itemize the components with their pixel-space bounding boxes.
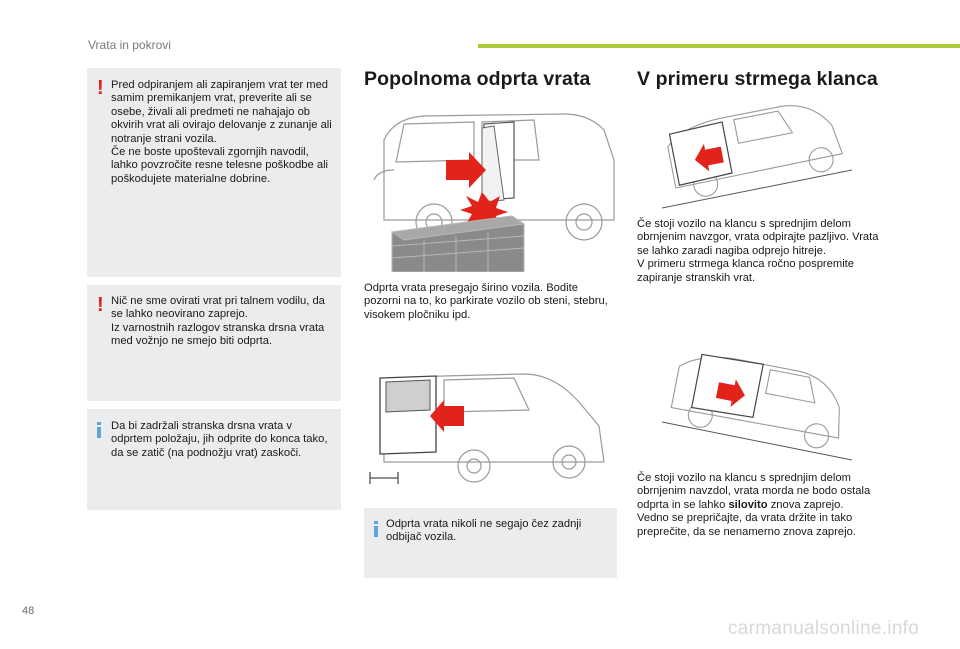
slope-down-text-a: Če stoji vozilo na klancu s sprednjim de… bbox=[637, 472, 871, 511]
slope-up-text: Če stoji vozilo na klancu s sprednjim de… bbox=[637, 218, 879, 284]
info-box-2: Odprta vrata nikoli ne segajo čez zadnji… bbox=[364, 508, 617, 578]
info-text-1: Da bi zadržali stranska drsna vrata v od… bbox=[111, 420, 328, 459]
slope-down-bold: silovito bbox=[728, 498, 768, 511]
illustration-slope-down bbox=[662, 353, 852, 461]
illustration-door-width bbox=[369, 373, 605, 484]
warning-icon: ! bbox=[97, 294, 104, 316]
illustration-open-door-wall bbox=[373, 113, 615, 272]
red-arrow-icon bbox=[446, 152, 486, 188]
slope-down-text-b: znova zaprejo. Vedno se prepričajte, da … bbox=[637, 498, 856, 538]
slope-down-text: Če stoji vozilo na klancu s sprednjim de… bbox=[637, 472, 893, 539]
section-title: Vrata in pokrovi bbox=[88, 38, 171, 52]
watermark: carmanualsonline.info bbox=[728, 618, 920, 639]
illustration-slope-up bbox=[662, 105, 852, 209]
info-icon bbox=[97, 422, 101, 438]
heading-steep-slope: V primeru strmega klanca bbox=[637, 68, 878, 90]
warning-icon: ! bbox=[97, 77, 104, 99]
info-text-2: Odprta vrata nikoli ne segajo čez zadnji… bbox=[386, 518, 582, 544]
red-arrow-icon bbox=[430, 400, 464, 432]
warning-box-2: ! Nič ne sme ovirati vrat pri talnem vod… bbox=[87, 285, 341, 401]
warning-text-2: Nič ne sme ovirati vrat pri talnem vodil… bbox=[111, 295, 325, 348]
fully-open-text: Odprta vrata presegajo širino vozila. Bo… bbox=[364, 282, 608, 321]
header-accent-line bbox=[478, 44, 960, 48]
heading-fully-open: Popolnoma odprta vrata bbox=[364, 68, 591, 90]
warning-text-1: Pred odpiranjem ali zapiranjem vrat ter … bbox=[111, 79, 332, 185]
info-box-1: Da bi zadržali stranska drsna vrata v od… bbox=[87, 409, 341, 510]
info-icon bbox=[374, 521, 378, 537]
warning-box-1: ! Pred odpiranjem ali zapiranjem vrat te… bbox=[87, 68, 341, 277]
page-number: 48 bbox=[22, 605, 35, 617]
